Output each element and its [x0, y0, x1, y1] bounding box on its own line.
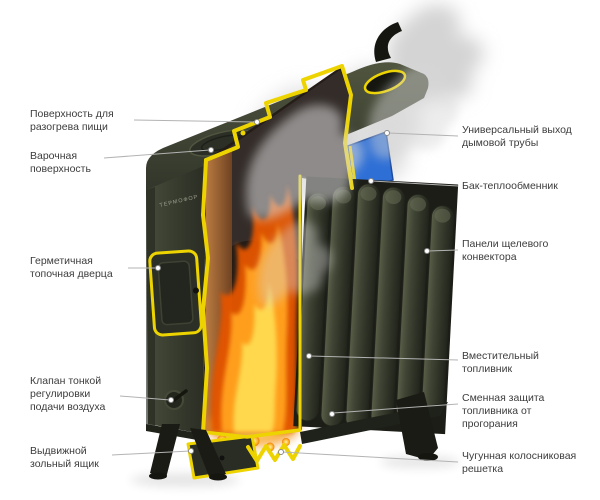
leader-lines: [103, 119, 459, 463]
label-convector-panels: Панели щелевого конвектора: [462, 238, 549, 264]
ground-shadows: [130, 456, 460, 487]
stove-legs: [149, 392, 438, 481]
stove-front-face: ТЕРМОФОР: [146, 165, 206, 441]
label-firebox-door: Герметичная топочная дверца: [30, 255, 113, 281]
firebox-door-shape: [148, 249, 203, 337]
label-chimney-outlet: Универсальный выход дымовой трубы: [462, 124, 572, 150]
label-food-heating-surface: Поверхность для разогрева пищи: [30, 108, 114, 134]
label-ash-drawer: Выдвижной зольный ящик: [30, 445, 99, 471]
convector-ribs: [293, 176, 459, 435]
label-cast-iron-grate: Чугунная колосниковая решетка: [462, 450, 577, 476]
label-air-valve: Клапан тонкой регулировки подачи воздуха: [30, 375, 106, 414]
label-burnout-protection: Сменная защита топливника от прогорания: [462, 392, 545, 431]
label-cooking-surface: Варочная поверхность: [30, 150, 91, 176]
label-firebox: Вместительный топливник: [462, 350, 539, 376]
chimney-handle: [374, 22, 402, 62]
label-heat-exchanger-tank: Бак-теплообменник: [462, 180, 558, 192]
leader-dots: [155, 119, 430, 455]
